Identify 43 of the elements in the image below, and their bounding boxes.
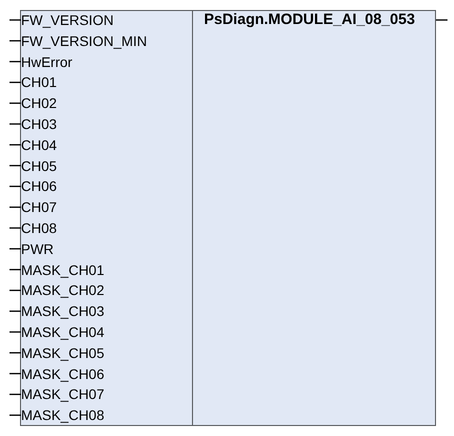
- input-pin-label: CH05: [21, 158, 57, 174]
- input-pin-line: [10, 310, 21, 312]
- input-pin-label: MASK_CH02: [21, 282, 104, 298]
- output-pin-line: [436, 19, 448, 21]
- function-block: [20, 10, 436, 426]
- input-pin-label: CH07: [21, 199, 57, 216]
- input-pin-label: CH02: [21, 95, 57, 112]
- input-pin-line: [10, 164, 21, 166]
- input-pin-line: [10, 227, 21, 229]
- input-pin-label: PWR: [21, 240, 54, 257]
- input-pin-line: [10, 186, 21, 188]
- input-pin-label: HwError: [21, 54, 72, 70]
- input-pin-line: [10, 372, 21, 374]
- input-pin-line: [10, 19, 21, 21]
- input-pin-label: MASK_CH06: [21, 366, 104, 382]
- input-pin-line: [10, 394, 21, 396]
- input-pin-label: CH01: [21, 74, 57, 90]
- input-pin-label: MASK_CH04: [21, 324, 104, 340]
- input-pin-label: CH03: [21, 116, 57, 132]
- input-pin-label: MASK_CH08: [21, 407, 104, 424]
- input-pin-label: MASK_CH03: [21, 303, 104, 320]
- input-pin-line: [10, 102, 21, 104]
- input-pin-label: FW_VERSION: [21, 12, 114, 28]
- input-pin-line: [10, 248, 21, 250]
- input-pin-line: [10, 268, 21, 270]
- input-pin-label: CH06: [21, 178, 57, 194]
- input-pin-line: [10, 123, 21, 125]
- input-pin-line: [10, 414, 21, 416]
- input-pin-label: FW_VERSION_MIN: [21, 32, 148, 49]
- input-pin-label: CH04: [21, 136, 57, 153]
- input-pin-line: [10, 60, 21, 62]
- input-pin-label: MASK_CH07: [21, 386, 104, 402]
- input-pin-line: [10, 40, 21, 42]
- input-pin-line: [10, 206, 21, 208]
- input-pin-line: [10, 352, 21, 354]
- input-pin-label: CH08: [21, 220, 57, 236]
- input-pin-label: MASK_CH05: [21, 344, 104, 361]
- block-title: PsDiagn.MODULE_AI_08_053: [204, 11, 415, 29]
- input-pin-line: [10, 331, 21, 333]
- input-pin-label: MASK_CH01: [21, 262, 104, 278]
- input-pin-line: [10, 82, 21, 84]
- input-pin-line: [10, 290, 21, 292]
- input-pin-line: [10, 144, 21, 146]
